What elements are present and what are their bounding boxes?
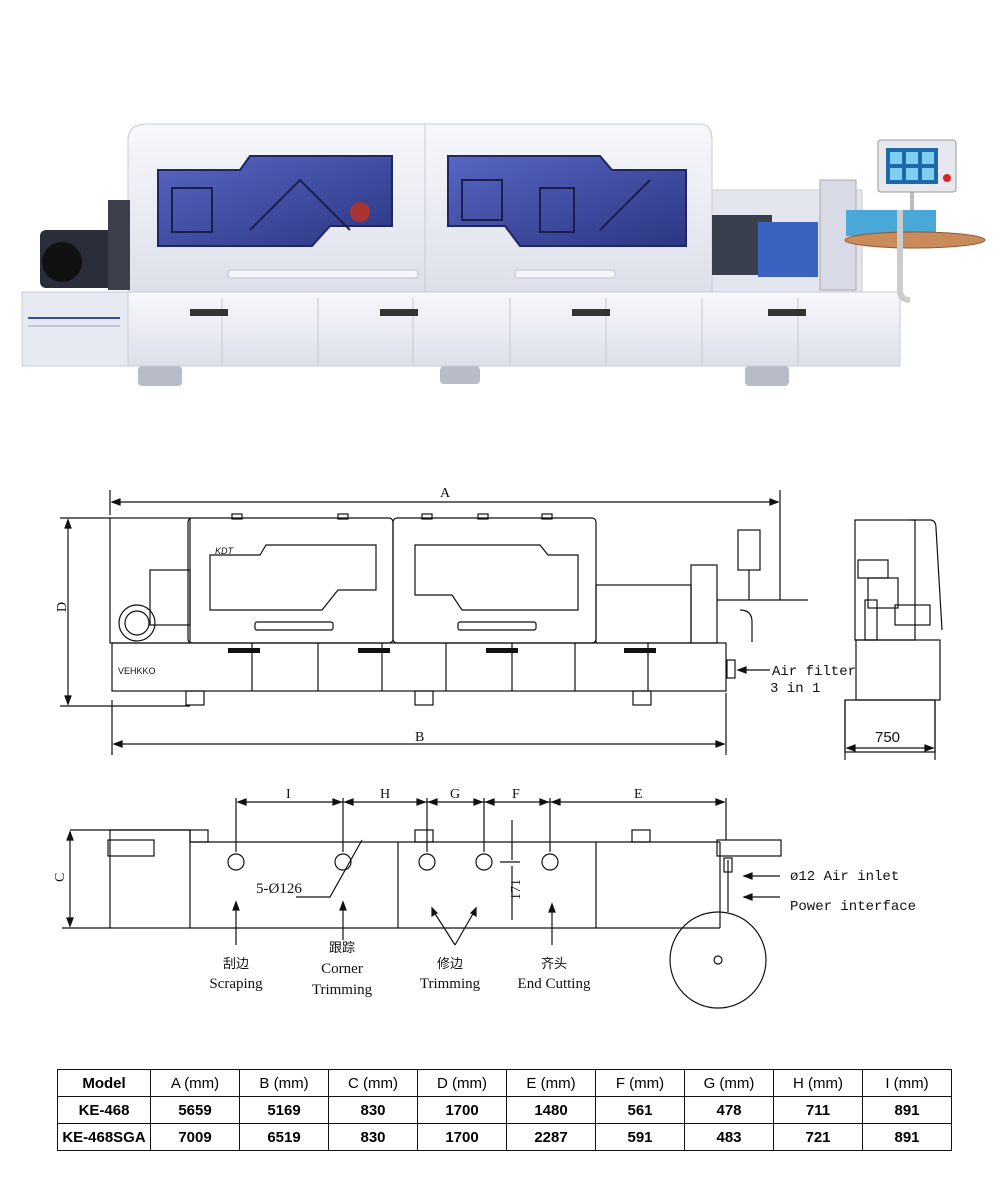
table-header-row: Model A (mm) B (mm) C (mm) D (mm) E (mm)… [57,1069,952,1097]
dimension-chain-top [235,798,727,852]
panel-text: VEHKKO [118,666,156,676]
header-h: H (mm) [773,1069,863,1097]
table-row: KE-468 5659 5169 830 1700 1480 561 478 7… [57,1096,952,1124]
station-zh-trimming: 修边 [437,957,463,972]
cell: 830 [328,1096,418,1124]
station-zh-corner: 跟踪 [329,941,355,956]
hood-window-left [157,155,393,247]
dim-label-h: H [380,787,390,802]
table-row: KE-468SGA 7009 6519 830 1700 2287 591 48… [57,1123,952,1151]
spec-table: Model A (mm) B (mm) C (mm) D (mm) E (mm)… [57,1069,952,1151]
cell: 1480 [506,1096,596,1124]
dimension-a [109,490,781,600]
cell: 721 [773,1123,863,1151]
power-interface-label: Power interface [790,899,916,915]
dim-label-171: 171 [509,879,524,900]
cell: KE-468SGA [57,1123,151,1151]
station-en-corner-2: Trimming [312,982,373,998]
station-en-endcut: End Cutting [518,976,591,992]
cell: 2287 [506,1123,596,1151]
header-f: F (mm) [595,1069,685,1097]
header-model: Model [57,1069,151,1097]
glue-pot-motor [40,200,130,290]
station-en-trimming: Trimming [420,976,481,992]
header-c: C (mm) [328,1069,418,1097]
hole-spec-label: 5-Ø126 [256,881,302,897]
cell: 478 [684,1096,774,1124]
dim-label-i: I [286,787,291,802]
base-cabinet [21,291,901,367]
dim-label-side-width: 750 [875,729,900,746]
header-i: I (mm) [862,1069,952,1097]
station-zh-endcut: 齐头 [541,956,567,972]
station-en-corner: Corner [321,961,363,977]
cell: 711 [773,1096,863,1124]
cell: KE-468 [57,1096,151,1124]
air-filter-label-2: 3 in 1 [770,681,820,697]
technical-drawing: A D B 750 C I H G F E 171 5-Ø126 Air fil… [53,486,943,1009]
top-view [70,829,782,1009]
machine-photo [21,123,986,386]
dim-label-d: D [55,602,70,612]
hood-window-right [447,155,687,247]
side-view [844,519,943,760]
dimension-c [62,830,110,929]
hmi-touch-screen [877,139,957,210]
machine-feet [138,366,789,386]
dim-label-f: F [512,787,520,802]
cell: 5659 [150,1096,240,1124]
station-arrows [232,900,556,946]
dim-label-g: G [450,787,460,802]
air-filter-label: Air filter [772,664,856,680]
cell: 5169 [239,1096,329,1124]
header-d: D (mm) [417,1069,507,1097]
header-b: B (mm) [239,1069,329,1097]
station-en-scraping: Scraping [209,976,263,992]
cell: 891 [862,1096,952,1124]
cell: 6519 [239,1123,329,1151]
dim-label-c: C [53,873,68,882]
dim-label-e: E [634,787,643,802]
cell: 7009 [150,1123,240,1151]
cell: 591 [595,1123,685,1151]
dimension-b [111,693,727,755]
dimension-d [60,517,190,707]
cell: 1700 [417,1096,507,1124]
cell: 830 [328,1123,418,1151]
cell: 483 [684,1123,774,1151]
front-view [109,513,808,706]
header-a: A (mm) [150,1069,240,1097]
cell: 561 [595,1096,685,1124]
header-g: G (mm) [684,1069,774,1097]
brand-mark: KDT [215,546,235,556]
air-inlet-label: ø12 Air inlet [790,869,899,885]
dim-label-b: B [415,730,424,745]
header-e: E (mm) [506,1069,596,1097]
dim-label-a: A [440,486,451,501]
cell: 1700 [417,1123,507,1151]
feeding-section [711,179,986,303]
cell: 891 [862,1123,952,1151]
station-zh-scraping: 刮边 [223,957,249,972]
